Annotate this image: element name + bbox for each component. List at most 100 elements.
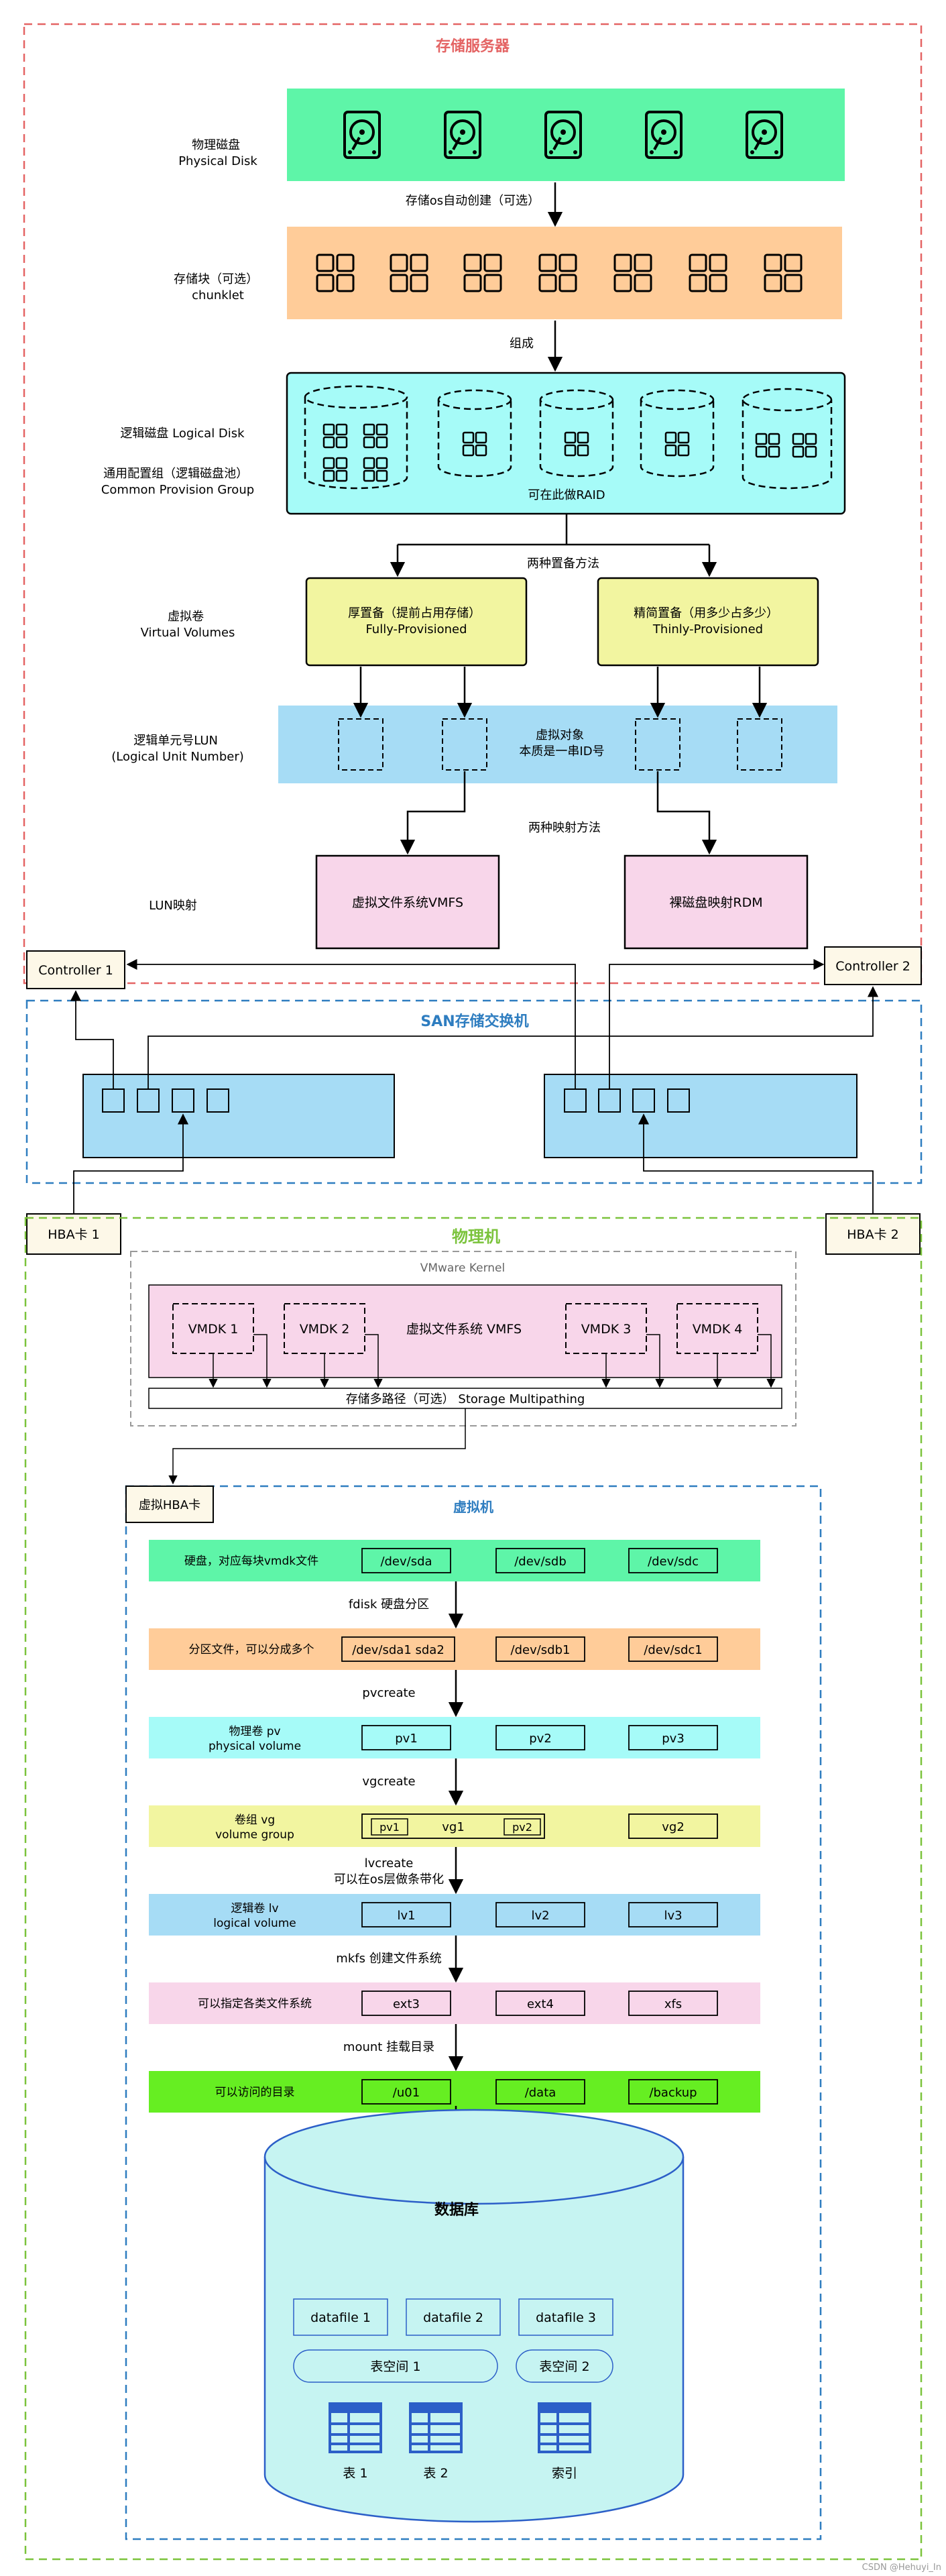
two-provision-note: 两种置备方法	[527, 557, 599, 571]
lvm-cell-label: lv3	[664, 1909, 682, 1923]
lvm-cell-label: /dev/sdb	[514, 1555, 567, 1569]
lvm-cell	[495, 1991, 585, 2016]
lvm-cell	[361, 1548, 451, 1573]
datafile-2	[406, 2298, 501, 2336]
two-mapping-note: 两种映射方法	[528, 821, 601, 835]
vmdk-3-label: VMDK 3	[581, 1322, 632, 1337]
lvm-cell	[361, 1725, 451, 1750]
controller-2-label: Controller 2	[835, 959, 910, 974]
vg-member-pv-label: pv2	[512, 1821, 532, 1834]
vmdk-link	[209, 1334, 776, 1388]
vmware-kernel-frame	[130, 1251, 796, 1426]
thin-provision-text: 精简置备（用多少占多少） Thinly-Provisioned	[634, 606, 782, 636]
lvm-cell	[361, 1991, 451, 2016]
lvm-row-label: 可以访问的目录	[215, 2086, 295, 2099]
lvm-row-label: 分区文件，可以分成多个	[189, 1643, 314, 1657]
lvm-step-label: mount 挂载目录	[343, 2040, 434, 2054]
tablespace-2-label: 表空间 2	[539, 2359, 589, 2374]
index-label: 索引	[552, 2466, 577, 2481]
vmfs-text: 虚拟文件系统VMFS	[352, 895, 463, 910]
lvm-cell-label: /dev/sda	[380, 1555, 432, 1569]
rdm-box	[624, 854, 809, 950]
lvm-cell-label: /u01	[393, 2086, 420, 2100]
vmfs-box	[315, 854, 500, 950]
lvm-row	[149, 1894, 760, 1936]
san-link	[70, 958, 879, 1089]
controller-2	[824, 946, 922, 985]
lvm-cell	[361, 2079, 451, 2105]
datafile-1-label: datafile 1	[310, 2310, 371, 2325]
vmdk-box	[172, 1303, 758, 1354]
virtual-hba-label: 虚拟HBA卡	[139, 1498, 200, 1512]
tablespace-2	[516, 2349, 613, 2383]
logical-disk-cylinder	[304, 385, 408, 490]
lvm-cell	[628, 1902, 718, 1927]
compose-note: 组成	[510, 337, 534, 351]
san-switch-right	[544, 1074, 858, 1158]
table-2-label: 表 2	[423, 2466, 448, 2481]
physical-disk-bar	[287, 89, 845, 181]
datafile-2-label: datafile 2	[423, 2310, 483, 2325]
thick-provision-text: 厚置备（提前占用存储） Fully-Provisioned	[348, 606, 485, 636]
controller-1-label: Controller 1	[38, 963, 113, 978]
vg-member-pv-label: pv1	[379, 1821, 400, 1834]
lvm-cell-label: /dev/sdb1	[511, 1643, 571, 1657]
raid-note: 可在此做RAID	[528, 488, 605, 502]
lvm-cell-label: vg2	[662, 1820, 685, 1834]
lvm-cell-label: ext3	[393, 1997, 420, 2011]
datafile-1	[293, 2298, 388, 2336]
vmdk-1-label: VMDK 1	[188, 1322, 239, 1337]
hba-card-2-label: HBA卡 2	[847, 1227, 898, 1242]
hba-card-1	[26, 1213, 121, 1255]
virtual-hba-card	[125, 1486, 214, 1523]
lvm-cell-label: ext4	[527, 1997, 554, 2011]
lvm-row	[149, 1982, 760, 2024]
datafile-3	[518, 2298, 613, 2336]
database-cylinder	[263, 2109, 685, 2523]
cpg-label: 通用配置组（逻辑磁盘池） Common Provision Group	[101, 467, 254, 497]
physical-machine-frame	[24, 1217, 923, 2561]
hba-card-1-label: HBA卡 1	[48, 1227, 99, 1242]
lun-object	[338, 718, 782, 771]
chunklet-label: 存储块（可选） chunklet	[174, 272, 262, 302]
lvm-cell-label: pv3	[662, 1732, 685, 1746]
san-switch-title: SAN存储交换机	[420, 1013, 528, 1030]
thick-provision-box	[305, 577, 528, 667]
multipath-bar	[148, 1388, 782, 1409]
lvm-row	[149, 2071, 760, 2113]
lvm-cell-label: /dev/sda1 sda2	[352, 1643, 445, 1657]
watermark: CSDN @Hehuyi_In	[862, 2563, 941, 2573]
physical-disk-label: 物理磁盘 Physical Disk	[178, 138, 257, 168]
lvm-cell-label: /backup	[649, 2086, 697, 2100]
lun-label: 逻辑单元号LUN (Logical Unit Number)	[111, 734, 244, 764]
lvm-row	[149, 1717, 760, 1758]
logical-disk-cylinder	[437, 388, 833, 490]
vmfs-bar	[148, 1284, 782, 1378]
vg-member-pv	[371, 1818, 408, 1836]
san-switch-frame	[25, 999, 923, 1184]
lvm-step-label: vgcreate	[362, 1775, 415, 1789]
lvm-row-label: 硬盘，对应每块vmdk文件	[184, 1555, 318, 1568]
lvm-cell	[341, 1636, 455, 1662]
lvm-cell-label: xfs	[664, 1997, 682, 2011]
auto-create-note: 存储os自动创建（可选）	[406, 194, 540, 208]
lvm-cell	[361, 1813, 545, 1839]
controller-1	[26, 950, 125, 989]
lvm-step-label: mkfs 创建文件系统	[336, 1952, 441, 1966]
lvm-cell	[495, 1636, 585, 1662]
lvm-cell	[628, 1636, 718, 1662]
lvm-step-label: pvcreate	[362, 1686, 415, 1700]
lvm-row	[149, 1540, 760, 1581]
vmfs-bar-label: 虚拟文件系统 VMFS	[406, 1322, 522, 1337]
virtual-object-note: 虚拟对象 本质是一串ID号	[519, 728, 604, 759]
lvm-cell	[628, 1991, 718, 2016]
lvm-cell	[495, 2079, 585, 2105]
lvm-row	[149, 1805, 760, 1847]
database-title: 数据库	[434, 2201, 479, 2219]
tablespace-1-label: 表空间 1	[370, 2359, 420, 2374]
thin-provision-box	[597, 577, 819, 667]
